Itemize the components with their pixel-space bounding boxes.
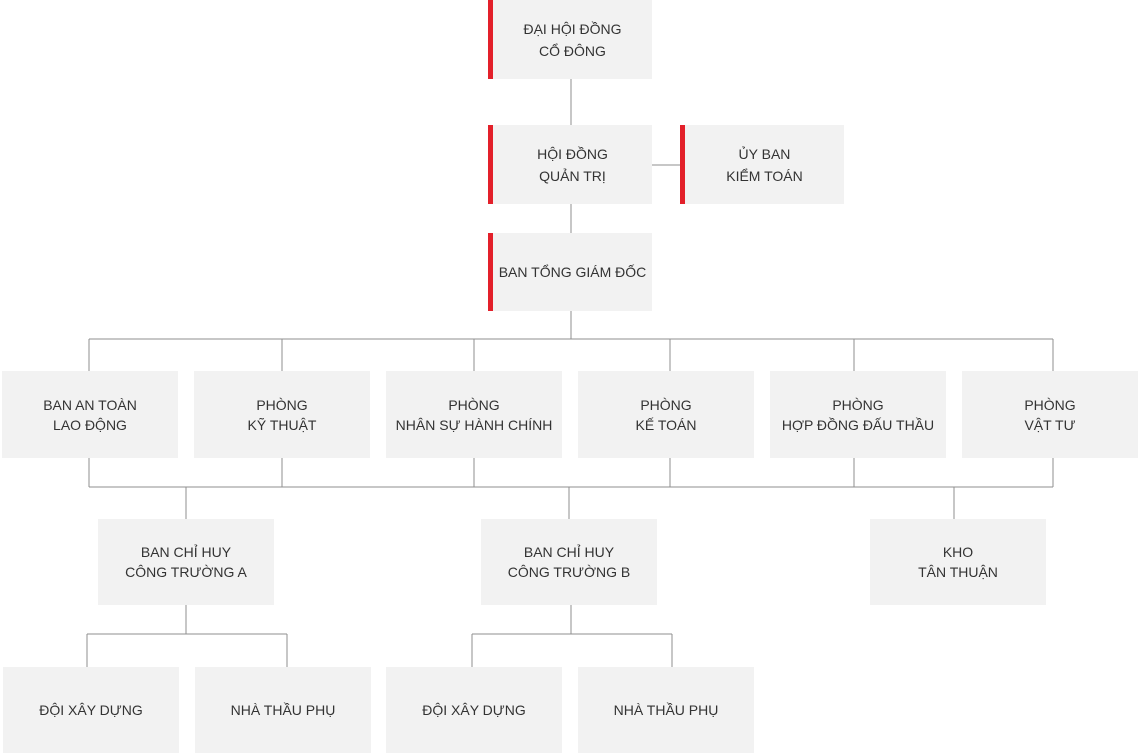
node-shareholders-line2: CỔ ĐÔNG <box>539 42 606 59</box>
node-subcontractor-a-line1: NHÀ THẦU PHỤ <box>230 702 336 718</box>
node-site-command-b: BAN CHỈ HUY CÔNG TRƯỜNG B <box>481 519 657 605</box>
node-shareholders-line1: ĐẠI HỘI ĐỒNG <box>523 20 622 37</box>
node-construction-team-a: ĐỘI XÂY DỰNG <box>3 667 179 753</box>
node-materials-line2: VẬT TƯ <box>1024 416 1076 433</box>
node-site-command-a: BAN CHỈ HUY CÔNG TRƯỜNG A <box>98 519 274 605</box>
node-site-b-line1: BAN CHỈ HUY <box>523 544 615 560</box>
node-audit-line1: ỦY BAN <box>738 145 791 162</box>
node-shareholders-meeting: ĐẠI HỘI ĐỒNG CỔ ĐÔNG <box>488 0 652 79</box>
node-materials-department: PHÒNG VẬT TƯ <box>962 371 1138 458</box>
node-site-a-line2: CÔNG TRƯỜNG A <box>125 564 247 580</box>
node-subcontractor-a: NHÀ THẦU PHỤ <box>195 667 371 753</box>
node-team-a-line1: ĐỘI XÂY DỰNG <box>39 702 143 718</box>
node-accounting-line2: KẾ TOÁN <box>635 416 697 433</box>
node-audit-committee: ỦY BAN KIỂM TOÁN <box>680 125 844 204</box>
node-warehouse-tan-thuan: KHO TÂN THUẬN <box>870 519 1046 605</box>
node-contracts-bidding-department: PHÒNG HỢP ĐỒNG ĐẤU THẦU <box>770 371 946 458</box>
node-subcontractor-b-line1: NHÀ THẦU PHỤ <box>613 702 719 718</box>
node-audit-line2: KIỂM TOÁN <box>726 167 803 184</box>
node-technical-line1: PHÒNG <box>256 396 308 413</box>
node-warehouse-line1: KHO <box>942 544 974 560</box>
node-safety-board: BAN AN TOÀN LAO ĐỘNG <box>2 371 178 458</box>
node-hr-admin-line2: NHÂN SỰ HÀNH CHÍNH <box>395 416 553 433</box>
node-hr-admin-line1: PHÒNG <box>448 396 500 413</box>
node-board-line2: QUẢN TRỊ <box>539 167 606 184</box>
node-executive-board: BAN TỔNG GIÁM ĐỐC <box>488 233 652 311</box>
node-site-b-line2: CÔNG TRƯỜNG B <box>507 564 631 580</box>
node-board-line1: HỘI ĐỒNG <box>537 145 608 162</box>
node-contracts-line1: PHÒNG <box>832 396 884 413</box>
node-subcontractor-b: NHÀ THẦU PHỤ <box>578 667 754 753</box>
node-hr-admin-department: PHÒNG NHÂN SỰ HÀNH CHÍNH <box>386 371 562 458</box>
node-technical-line2: KỸ THUẬT <box>247 416 317 433</box>
node-safety-line2: LAO ĐỘNG <box>53 416 127 433</box>
node-ceo-line1: BAN TỔNG GIÁM ĐỐC <box>498 264 647 280</box>
node-team-b-line1: ĐỘI XÂY DỰNG <box>422 702 526 718</box>
node-warehouse-line2: TÂN THUẬN <box>918 564 998 580</box>
node-accounting-line1: PHÒNG <box>640 396 692 413</box>
node-safety-line1: BAN AN TOÀN <box>43 396 137 413</box>
node-construction-team-b: ĐỘI XÂY DỰNG <box>386 667 562 753</box>
node-materials-line1: PHÒNG <box>1024 396 1076 413</box>
node-technical-department: PHÒNG KỸ THUẬT <box>194 371 370 458</box>
node-accounting-department: PHÒNG KẾ TOÁN <box>578 371 754 458</box>
node-board-of-directors: HỘI ĐỒNG QUẢN TRỊ <box>488 125 652 204</box>
node-contracts-line2: HỢP ĐỒNG ĐẤU THẦU <box>781 416 935 433</box>
node-site-a-line1: BAN CHỈ HUY <box>140 544 232 560</box>
